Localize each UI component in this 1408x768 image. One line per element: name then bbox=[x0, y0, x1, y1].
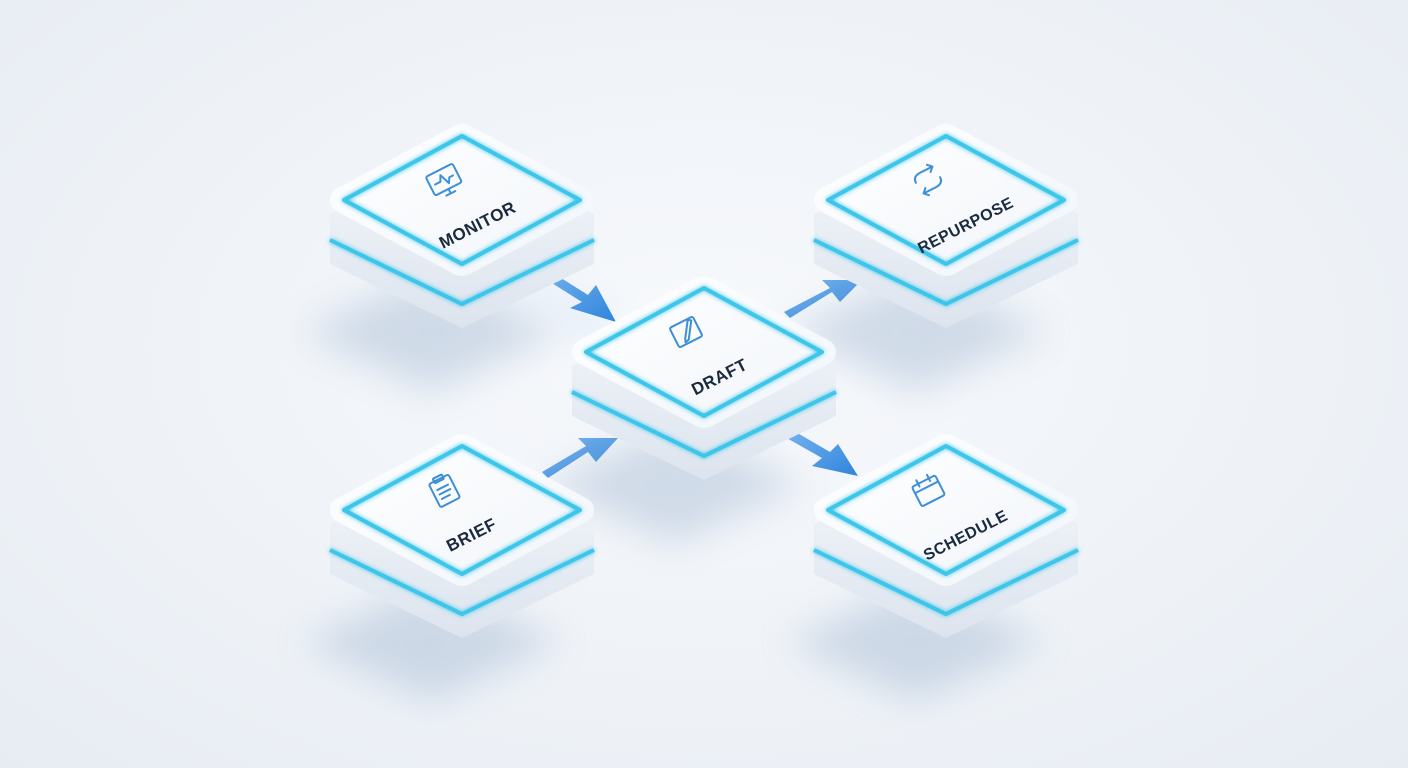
edge-brief-to-draft bbox=[542, 438, 618, 478]
node-draft[interactable]: DRAFT bbox=[544, 276, 837, 544]
arrow-icon bbox=[542, 438, 618, 478]
refresh-cycle-icon bbox=[914, 163, 942, 197]
pencil-edit-icon bbox=[669, 315, 703, 349]
edge-draft-to-repurpose bbox=[784, 280, 862, 318]
arrow-icon bbox=[784, 280, 862, 318]
calendar-icon bbox=[911, 473, 946, 507]
node-schedule[interactable]: SCHEDULE bbox=[786, 434, 1079, 702]
node-monitor[interactable]: MONITOR bbox=[302, 124, 595, 392]
arrow-icon bbox=[776, 424, 858, 476]
node-brief[interactable]: BRIEF bbox=[302, 434, 595, 702]
edge-draft-to-schedule bbox=[776, 424, 858, 476]
node-repurpose[interactable]: REPURPOSE bbox=[786, 124, 1079, 392]
monitor-heartbeat-icon bbox=[425, 163, 463, 197]
clipboard-document-icon bbox=[428, 473, 461, 508]
